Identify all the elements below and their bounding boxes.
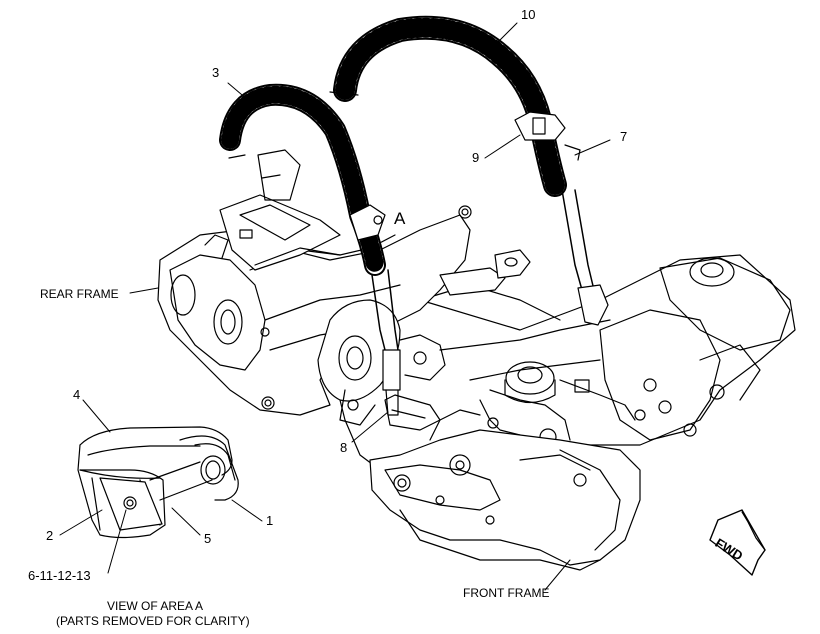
callout-area-a: A	[394, 209, 406, 228]
callout-3: 3	[212, 65, 220, 80]
leader-lines	[59, 22, 611, 591]
callout-4: 4	[73, 387, 81, 402]
view-area-a-drawing	[77, 426, 239, 539]
hose-3-drawing	[219, 83, 401, 416]
view-title: VIEW OF AREA A	[107, 599, 204, 613]
callout-6-11-12-13: 6-11-12-13	[28, 568, 91, 583]
front-frame-drawing	[329, 254, 796, 571]
hose-10-drawing	[329, 15, 609, 326]
callout-9: 9	[472, 150, 480, 165]
rear-frame-drawing	[157, 149, 531, 431]
callout-7: 7	[620, 129, 628, 144]
callout-5: 5	[204, 531, 212, 546]
callout-10: 10	[521, 7, 536, 22]
fwd-arrow-icon	[709, 509, 766, 576]
view-subtitle: (PARTS REMOVED FOR CLARITY)	[56, 614, 250, 628]
rear-frame-label: REAR FRAME	[40, 287, 119, 301]
callout-8: 8	[340, 440, 348, 455]
callout-2: 2	[46, 528, 54, 543]
callout-1: 1	[266, 513, 274, 528]
front-frame-label: FRONT FRAME	[463, 586, 550, 600]
